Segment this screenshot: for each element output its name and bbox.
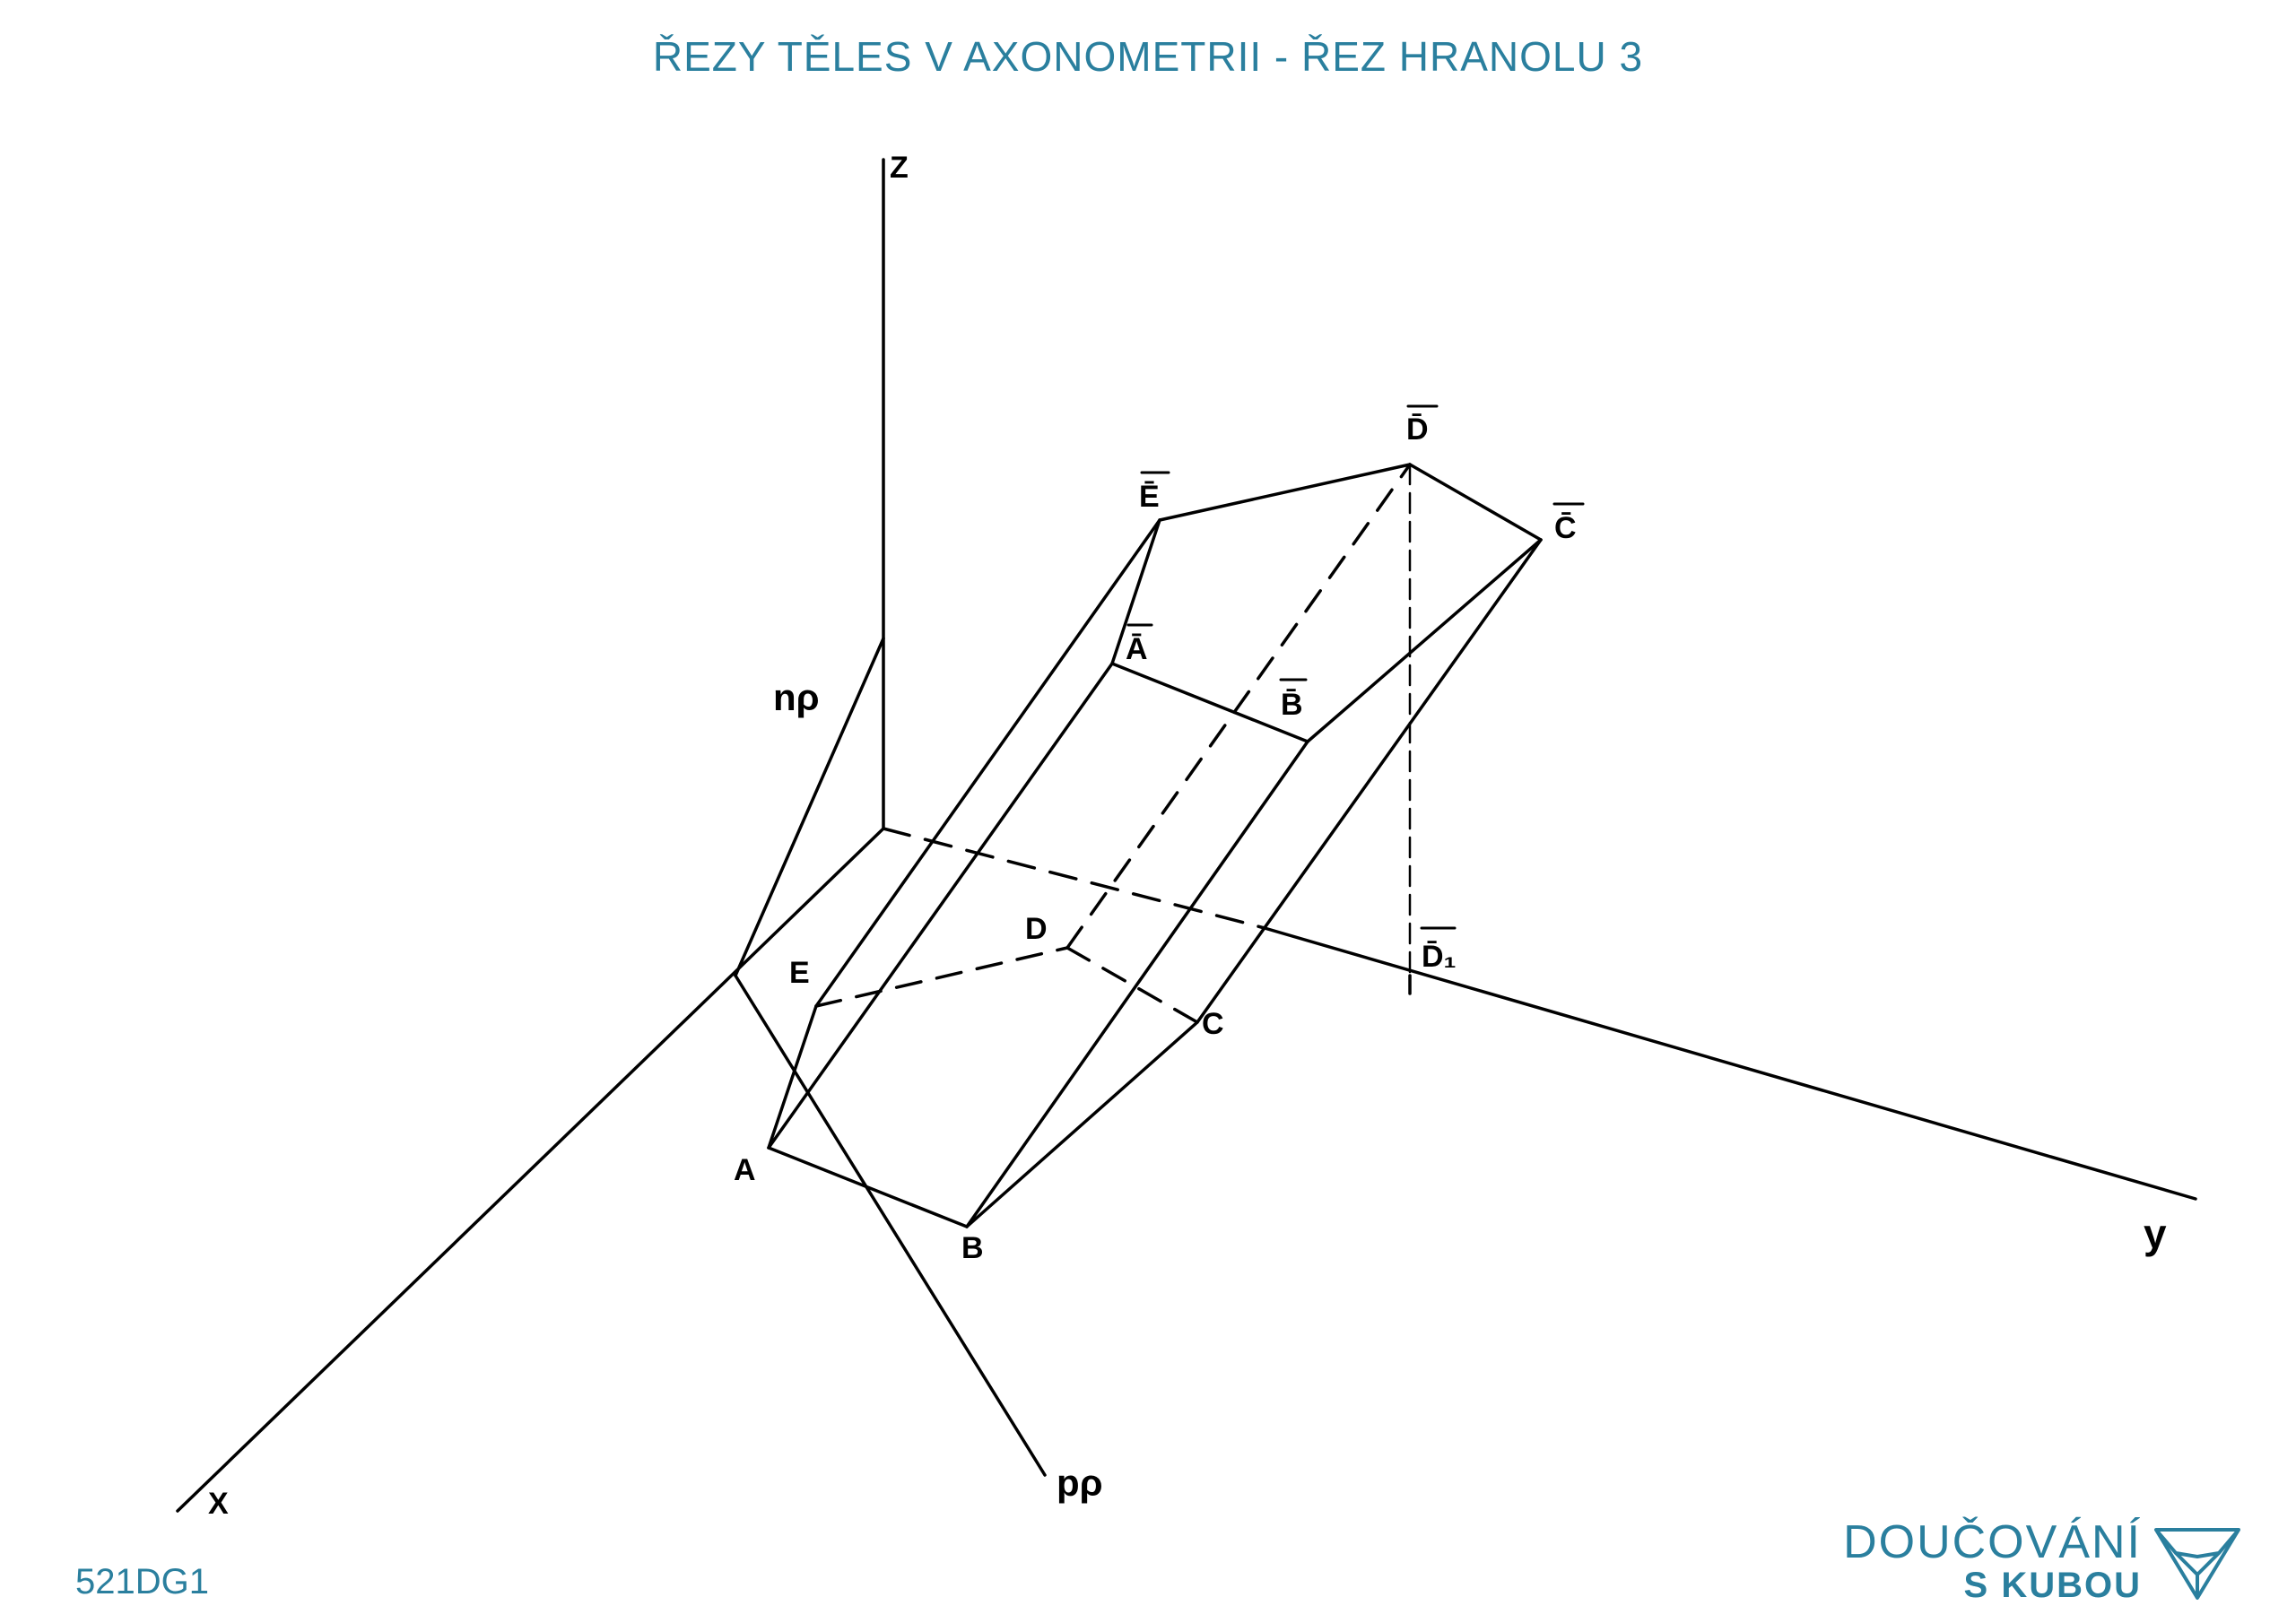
edge-A-B xyxy=(767,1146,969,1228)
edge-A-Abar xyxy=(767,662,1114,1150)
label-vertex-Abar: Ā xyxy=(1126,632,1148,666)
edge-E-A xyxy=(767,1004,818,1150)
edge-Dbar-Ebar xyxy=(1158,463,1412,522)
logo-text-line2: S KUBOU xyxy=(1963,1566,2142,1605)
label-vertex-B: B xyxy=(961,1231,984,1265)
edge-Ebar-Abar xyxy=(1110,518,1161,665)
edge-D-C xyxy=(1065,946,1199,1024)
edge-B-Bbar xyxy=(965,740,1309,1228)
trace-n xyxy=(734,637,885,977)
label-vertex-D: D xyxy=(1025,912,1048,946)
brand-logo: DOUČOVÁNÍ S KUBOU xyxy=(1830,1515,2242,1614)
label-vertex-A: A xyxy=(734,1153,756,1187)
edge-C-Cbar xyxy=(1196,538,1543,1024)
logo-text-line1: DOUČOVÁNÍ xyxy=(1843,1516,2142,1568)
edge-Bbar-Cbar xyxy=(1306,538,1543,743)
page-title: ŘEZY TĚLES V AXONOMETRII - ŘEZ HRANOLU 3 xyxy=(652,33,1644,80)
label-y-axis: y xyxy=(2144,1211,2167,1257)
y-axis-solid-part xyxy=(1263,926,2197,1201)
label-point-D1bar: D̄₁ xyxy=(1422,940,1457,974)
label-vertex-Ebar: Ē xyxy=(1139,480,1160,514)
label-z-axis: Z xyxy=(890,151,909,185)
label-vertex-C: C xyxy=(1202,1007,1224,1041)
edge-D-Dbar xyxy=(1065,463,1412,950)
label-x-axis: X xyxy=(208,1487,229,1521)
label-vertex-E: E xyxy=(789,956,810,990)
edge-E-Ebar xyxy=(814,518,1161,1008)
label-vertex-Cbar: C̄ xyxy=(1554,511,1577,545)
trace-p xyxy=(734,974,1047,1477)
edge-Cbar-Dbar xyxy=(1408,463,1543,542)
x-axis xyxy=(176,827,885,1513)
y-axis-hidden-part xyxy=(882,827,1266,930)
label-vertex-Bbar: B̄ xyxy=(1281,688,1303,722)
edge-E-D xyxy=(814,946,1069,1008)
fox-icon xyxy=(2154,1528,2240,1600)
edge-B-C xyxy=(965,1020,1199,1228)
label-trace-n: nρ xyxy=(773,676,820,718)
label-vertex-Dbar: D̄ xyxy=(1406,412,1429,447)
document-code: 521DG1 xyxy=(75,1562,209,1601)
edge-Abar-Bbar xyxy=(1110,662,1309,743)
label-trace-p: pρ xyxy=(1057,1462,1103,1504)
